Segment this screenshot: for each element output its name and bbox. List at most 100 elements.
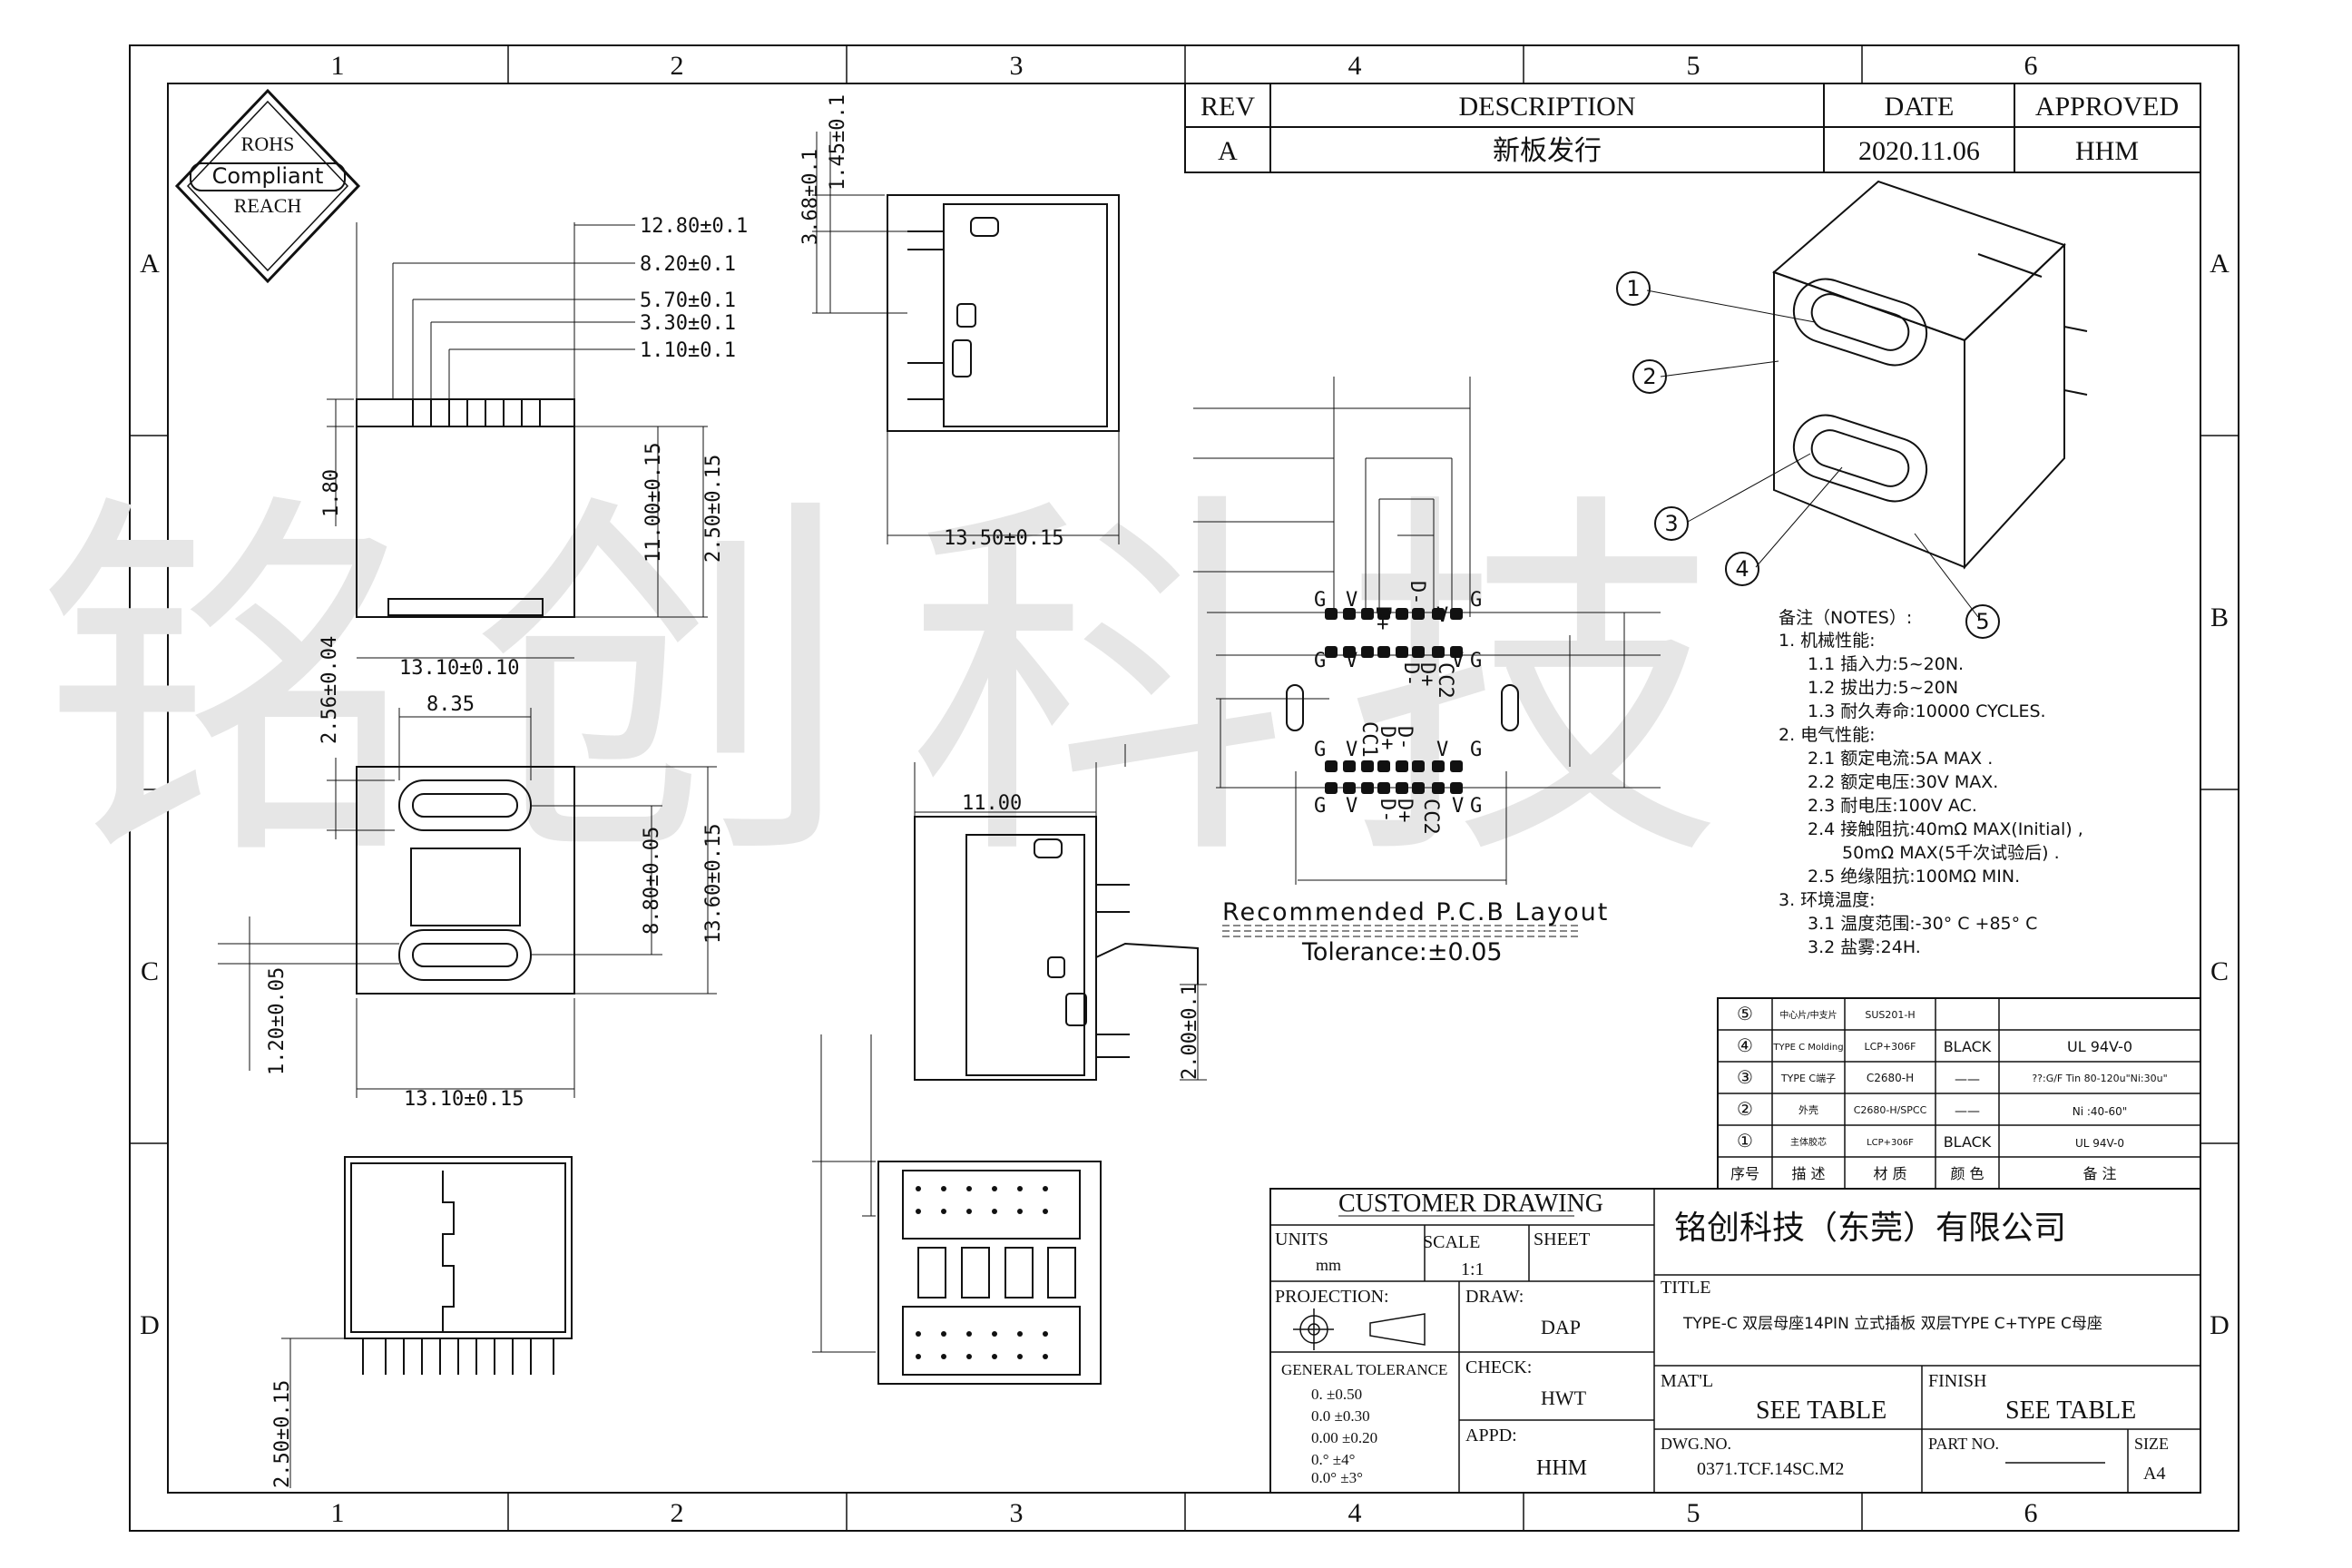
dim-port-h: 2.56±0.04 — [318, 636, 341, 744]
draw-label: DRAW: — [1465, 1287, 1524, 1307]
dim-front-top-5: 1.10±0.1 — [640, 339, 736, 362]
bom-no: ① — [1737, 1130, 1753, 1152]
bom-header-material: 材 质 — [1873, 1165, 1906, 1182]
pcb-pin-label: G — [1470, 650, 1482, 672]
matl-label: MAT'L — [1661, 1371, 1713, 1391]
col-label-top-6: 6 — [2024, 51, 2038, 81]
finish-value: SEE TABLE — [2005, 1396, 2136, 1425]
pcb-pin-label: D- — [1406, 581, 1428, 605]
logo-compliant: Compliant — [212, 163, 324, 189]
pcb-pin-label: V — [1452, 650, 1464, 672]
rohs-logo: ROHS Compliant REACH — [174, 88, 361, 284]
finish-label: FINISH — [1928, 1371, 1986, 1391]
bom-color: —— — [1955, 1073, 1980, 1087]
dim-port-left: 1.20±0.05 — [266, 967, 289, 1075]
dim-front-top-4: 3.30±0.1 — [640, 312, 736, 335]
pcb-pin-label: V — [1346, 739, 1357, 761]
pcb-pin-label: G — [1470, 795, 1482, 818]
pcb-pin-label: V — [1452, 795, 1464, 818]
callout-1: 1 — [1626, 276, 1640, 301]
draw-value: DAP — [1541, 1316, 1581, 1338]
title-value: TYPE-C 双层母座14PIN 立式插板 双层TYPE C+TYPE C母座 — [1682, 1315, 2102, 1333]
bom-material: LCP+306F — [1867, 1138, 1914, 1148]
bom-header-desc: 描 述 — [1791, 1165, 1825, 1182]
dwg-value: 0371.TCF.14SC.M2 — [1697, 1459, 1844, 1479]
dim-bottom-left: 2.50±0.15 — [271, 1380, 294, 1488]
dim-port-bottom: 13.10±0.15 — [404, 1088, 524, 1111]
dim-side2-right: 2.00±0.1 — [1179, 984, 1201, 1080]
bom-color: —— — [1955, 1104, 1980, 1119]
pcb-slot-right — [1501, 684, 1519, 731]
notes-line: 2.2 额定电压:30V MAX. — [1808, 772, 1998, 792]
dim-side-top2: 1.45±0.1 — [827, 94, 849, 191]
units-label: UNITS — [1275, 1230, 1328, 1250]
dim-side2-top: 11.00 — [962, 792, 1022, 815]
col-label-top-3: 3 — [1010, 51, 1024, 81]
notes-line: 3.1 温度范围:-30° C +85° C — [1808, 914, 2037, 934]
pcb-pin-label: D+ — [1393, 799, 1416, 823]
scale-label: SCALE — [1423, 1232, 1480, 1252]
approved-value: HHM — [2075, 136, 2139, 166]
size-label: SIZE — [2134, 1435, 2169, 1453]
projection-symbol — [1293, 1308, 1426, 1350]
dim-front-left: 1.80 — [320, 469, 343, 517]
column-dividers — [130, 45, 2239, 1531]
company-name: 铭创科技（东莞）有限公司 — [1674, 1210, 2066, 1247]
pcb-pin-label: CC2 — [1419, 799, 1442, 835]
pcb-pin-label: G — [1314, 795, 1326, 818]
bom-header-no: 序号 — [1730, 1165, 1759, 1182]
notes-line: 1.3 耐久寿命:10000 CYCLES. — [1808, 701, 2046, 721]
pcb-slot-left — [1286, 684, 1304, 731]
col-label-bottom-1: 1 — [331, 1498, 345, 1528]
bom-no: ⑤ — [1737, 1003, 1753, 1024]
pcb-caption: Recommended P.C.B Layout — [1222, 898, 1609, 926]
check-label: CHECK: — [1465, 1357, 1532, 1377]
date-header: DATE — [1885, 92, 1955, 122]
notes-line: 1.1 插入力:5~20N. — [1808, 654, 1964, 674]
notes-title: 备注（NOTES）: — [1779, 608, 1912, 628]
bom-material: LCP+306F — [1865, 1041, 1916, 1053]
row-label-right-c: C — [2210, 956, 2229, 986]
scale-value: 1:1 — [1461, 1259, 1485, 1279]
pcb-pin-label: CC2 — [1434, 662, 1456, 699]
tolerance-line: 0.0 ±0.30 — [1311, 1407, 1370, 1425]
bom-desc: TYPE C端子 — [1780, 1073, 1836, 1084]
pcb-pin-label: G — [1314, 589, 1326, 612]
top-view-pins — [916, 1186, 1048, 1359]
tolerance-line: 0. ±0.50 — [1311, 1386, 1362, 1403]
col-label-top-5: 5 — [1687, 51, 1700, 81]
pcb-pads — [1325, 608, 1463, 794]
sheet-label: SHEET — [1534, 1230, 1590, 1250]
notes-line: 2.5 绝缘阻抗:100MΩ MIN. — [1808, 867, 2020, 887]
bom-note: UL 94V-0 — [2075, 1137, 2124, 1150]
col-label-top-4: 4 — [1348, 51, 1362, 81]
pcb-tolerance: Tolerance:±0.05 — [1301, 938, 1503, 966]
customer-drawing-label: CUSTOMER DRAWING — [1338, 1190, 1603, 1218]
col-label-top-2: 2 — [671, 51, 684, 81]
pcb-pin-label: G — [1470, 589, 1482, 612]
bom-color: BLACK — [1944, 1038, 1992, 1055]
pcb-pin-label: CC1 — [1357, 721, 1380, 758]
bom-header-color: 颜 色 — [1950, 1165, 1984, 1182]
pcb-pin-label: G — [1314, 739, 1326, 761]
dim-front-h1: 11.00±0.15 — [642, 443, 665, 563]
general-tolerance-label: GENERAL TOLERANCE — [1281, 1361, 1447, 1378]
notes-line: 2. 电气性能: — [1779, 725, 1876, 745]
size-value: A4 — [2143, 1464, 2165, 1484]
col-label-bottom-3: 3 — [1010, 1498, 1024, 1528]
col-label-bottom-4: 4 — [1348, 1498, 1362, 1528]
notes-line: 50mΩ MAX(5千次试验后) . — [1842, 843, 2060, 863]
dim-side-top1: 3.68±0.1 — [799, 149, 822, 245]
pcb-pin-label: V — [1346, 795, 1357, 818]
bom-table: ⑤ 中心片/中支片 SUS201-H ④ TYPE C Molding LCP+… — [1717, 997, 2201, 1190]
callout-4: 4 — [1735, 556, 1749, 582]
row-label-right-d: D — [2210, 1310, 2230, 1340]
notes-line: 3. 环境温度: — [1779, 890, 1876, 910]
projection-label: PROJECTION: — [1275, 1287, 1389, 1307]
appd-value: HHM — [1536, 1456, 1587, 1480]
notes-line: 3.2 盐雾:24H. — [1808, 937, 1921, 957]
pcb-pin-label: V — [1436, 604, 1448, 627]
callout-3: 3 — [1664, 511, 1678, 536]
bom-color: BLACK — [1944, 1133, 1992, 1151]
dim-port-width: 8.35 — [426, 693, 475, 716]
